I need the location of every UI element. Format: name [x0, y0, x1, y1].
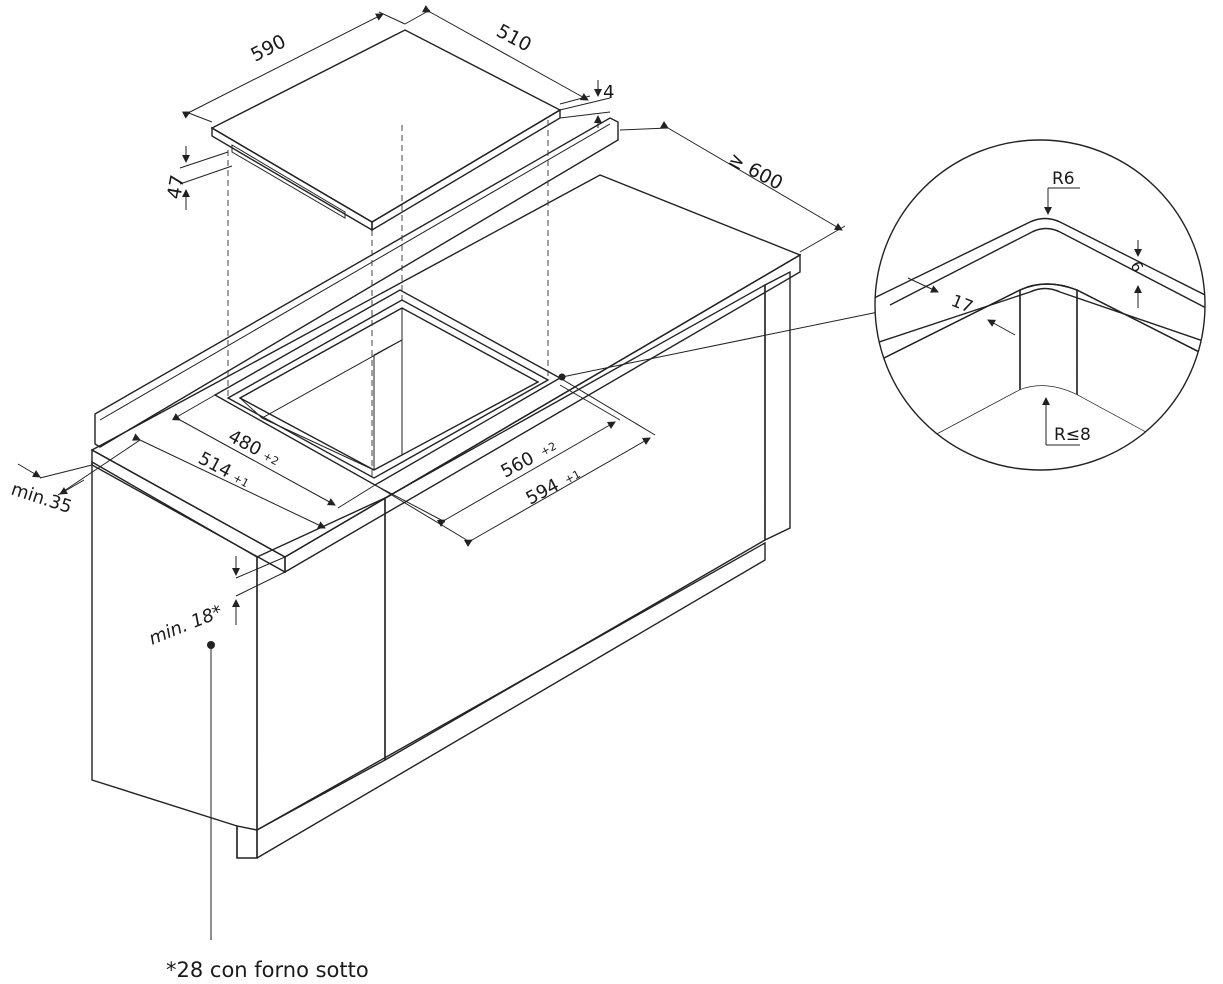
dimension-600: ≥ 600	[619, 121, 846, 253]
dimension-4: 4	[559, 80, 614, 128]
dim-47: 47	[163, 173, 189, 201]
footnote-leader	[207, 641, 215, 940]
dim-600: ≥ 600	[725, 148, 787, 195]
detail-leader	[558, 309, 889, 381]
dimension-min18: min. 18*	[146, 556, 286, 650]
dim-590: 590	[247, 30, 289, 66]
dim-min35: min.35	[8, 479, 74, 518]
dim-514: 514	[195, 448, 235, 483]
cabinet	[91, 270, 791, 859]
projection-lines	[227, 120, 549, 478]
dim-594-tol: +1	[562, 468, 582, 487]
dim-514-tol: +1	[231, 471, 251, 490]
detail-r8: R≤8	[1054, 425, 1091, 445]
dimension-510: 510	[404, 5, 591, 105]
dimension-590: 590	[181, 11, 406, 123]
dim-560: 560	[497, 448, 537, 483]
dimension-47: 47	[163, 146, 233, 210]
dim-594: 594	[522, 475, 562, 510]
dimension-560: 560 +2	[374, 384, 621, 527]
footnote: *28 con forno sotto	[166, 958, 369, 982]
detail-r6: R6	[1052, 169, 1075, 189]
detail-magnifier: R6 6 17 R≤8	[874, 139, 1206, 471]
dim-4: 4	[603, 82, 614, 103]
